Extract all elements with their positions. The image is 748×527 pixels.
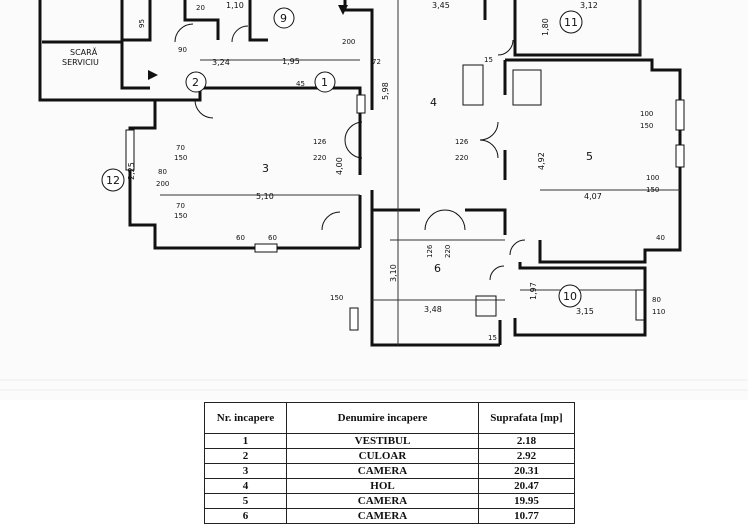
dim-200a: 200 bbox=[156, 180, 169, 188]
stair-label-1: SCARĂ bbox=[70, 46, 98, 57]
header-nr: Nr. incapere bbox=[204, 402, 287, 434]
cell-nr: 1 bbox=[204, 433, 287, 449]
dim-95: 95 bbox=[138, 19, 146, 28]
header-area: Suprafata [mp] bbox=[478, 402, 575, 434]
dim-407: 4,07 bbox=[584, 192, 602, 201]
dim-220a: 220 bbox=[313, 154, 326, 162]
room-number-5: 5 bbox=[586, 150, 593, 163]
dim-312: 3,12 bbox=[580, 1, 598, 10]
dim-110: 1,10 bbox=[226, 1, 244, 10]
table-row: 2 CULOAR 2.92 bbox=[204, 448, 575, 464]
room-number-12: 12 bbox=[106, 174, 120, 187]
dim-150b: 150 bbox=[174, 212, 187, 220]
dim-126a: 126 bbox=[313, 138, 327, 146]
dim-70-150b: 70 bbox=[176, 202, 185, 210]
table-row: 3 CAMERA 20.31 bbox=[204, 463, 575, 479]
room-number-11: 11 bbox=[564, 16, 578, 29]
dim-70-150a: 70 bbox=[176, 144, 185, 152]
dim-197: 1,97 bbox=[529, 282, 538, 300]
cell-name: CAMERA bbox=[286, 463, 479, 479]
dim-15a: 15 bbox=[484, 56, 493, 64]
cell-name: VESTIBUL bbox=[286, 433, 479, 449]
floor-plan: 1 2 3 4 5 6 9 10 11 12 SCARĂ SERVICIU 3,… bbox=[0, 0, 748, 391]
table-row: 5 CAMERA 19.95 bbox=[204, 493, 575, 509]
table-row: 1 VESTIBUL 2.18 bbox=[204, 433, 575, 449]
cell-name: CAMERA bbox=[286, 493, 479, 509]
cell-area: 20.47 bbox=[478, 478, 575, 494]
cell-nr: 5 bbox=[204, 493, 287, 509]
room-table: Nr. incapere Denumire incapere Suprafata… bbox=[204, 402, 575, 524]
room-number-6: 6 bbox=[434, 262, 441, 275]
dim-90: 90 bbox=[178, 46, 187, 54]
dim-324: 3,24 bbox=[212, 58, 230, 67]
cell-nr: 3 bbox=[204, 463, 287, 479]
table-row: 6 CAMERA 10.77 bbox=[204, 508, 575, 524]
dim-20: 20 bbox=[196, 4, 205, 12]
cell-name: CAMERA bbox=[286, 508, 479, 524]
dim-150c: 150 bbox=[640, 122, 653, 130]
cell-area: 2.92 bbox=[478, 448, 575, 464]
room-number-10: 10 bbox=[563, 290, 577, 303]
stair-label-2: SERVICIU bbox=[62, 58, 99, 67]
dim-80-110: 80 bbox=[652, 296, 661, 304]
dim-195: 1,95 bbox=[282, 57, 300, 66]
dim-100-150b: 100 bbox=[646, 174, 659, 182]
dim-45: 45 bbox=[296, 80, 305, 88]
dim-200b: 200 bbox=[342, 38, 355, 46]
cell-area: 10.77 bbox=[478, 508, 575, 524]
dim-15b: 15 bbox=[488, 334, 497, 342]
cell-nr: 4 bbox=[204, 478, 287, 494]
dim-348: 3,48 bbox=[424, 305, 442, 314]
room-number-9: 9 bbox=[280, 12, 287, 25]
room-number-1: 1 bbox=[321, 76, 328, 89]
dim-220b: 220 bbox=[455, 154, 468, 162]
header-name: Denumire incapere bbox=[286, 402, 479, 434]
table-header-row: Nr. incapere Denumire incapere Suprafata… bbox=[204, 402, 575, 434]
dim-220c: 220 bbox=[444, 245, 452, 258]
cell-area: 2.18 bbox=[478, 433, 575, 449]
dim-60a: 60 bbox=[236, 234, 245, 242]
dim-225: 2,25 bbox=[127, 162, 136, 180]
dim-100-150a: 100 bbox=[640, 110, 653, 118]
dim-180: 1,80 bbox=[541, 18, 550, 36]
dim-150a: 150 bbox=[174, 154, 187, 162]
dim-72: 72 bbox=[372, 58, 381, 66]
dim-598: 5,98 bbox=[381, 82, 390, 100]
dim-492: 4,92 bbox=[537, 152, 546, 170]
cell-nr: 6 bbox=[204, 508, 287, 524]
cell-name: HOL bbox=[286, 478, 479, 494]
dim-315: 3,15 bbox=[576, 307, 594, 316]
dim-115-150: 150 bbox=[330, 294, 343, 302]
room-number-4: 4 bbox=[430, 96, 437, 109]
dim-60b: 60 bbox=[268, 234, 277, 242]
cell-nr: 2 bbox=[204, 448, 287, 464]
dim-510: 5,10 bbox=[256, 192, 274, 201]
room-number-3: 3 bbox=[262, 162, 269, 175]
dim-40: 40 bbox=[656, 234, 665, 242]
dim-150d: 150 bbox=[646, 186, 659, 194]
cell-area: 20.31 bbox=[478, 463, 575, 479]
dim-80-200: 80 bbox=[158, 168, 167, 176]
dim-126b: 126 bbox=[455, 138, 469, 146]
dim-126c: 126 bbox=[426, 244, 434, 258]
walls bbox=[38, 0, 682, 347]
cell-name: CULOAR bbox=[286, 448, 479, 464]
room-number-2: 2 bbox=[192, 76, 199, 89]
dim-310: 3,10 bbox=[389, 264, 398, 282]
dim-345: 3,45 bbox=[432, 1, 450, 10]
cell-area: 19.95 bbox=[478, 493, 575, 509]
dim-110b: 110 bbox=[652, 308, 665, 316]
table-row: 4 HOL 20.47 bbox=[204, 478, 575, 494]
dim-400: 4,00 bbox=[335, 157, 344, 175]
